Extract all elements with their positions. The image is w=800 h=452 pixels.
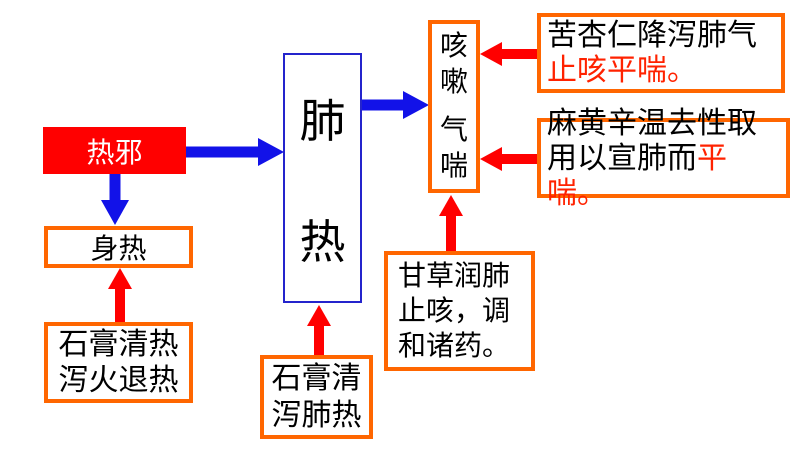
node-gypsum-clear-heat-line2: 泻火退热 [58, 363, 179, 397]
node-licorice-line3: 和诸药。 [398, 330, 511, 362]
node-lung-heat-char1: 肺 [299, 95, 346, 147]
node-licorice-line1: 甘草润肺 [398, 260, 511, 292]
node-gypsum-clear-lung-line1: 石膏清 [271, 362, 362, 395]
arrow-heat-evil-to-body-heat [101, 174, 129, 225]
node-lung-heat: 肺 热 [283, 53, 362, 303]
arrow-heat-evil-to-lung-heat [186, 138, 284, 166]
arrow-gypsum-clear-lung-to-lung-heat [307, 305, 331, 355]
arrow-gypsum-clear-heat-to-body-heat [108, 268, 132, 322]
node-apricot: 苦杏仁降泻肺气 止咳平喘。 [537, 13, 785, 93]
node-gypsum-clear-lung: 石膏清 泻肺热 [260, 355, 373, 439]
node-apricot-line2: 止咳平喘。 [547, 54, 697, 87]
node-ephedra-line2-red: 平喘。 [547, 141, 727, 210]
arrow-licorice-to-cough-asthma [439, 195, 463, 251]
arrow-ephedra-to-cough-asthma [480, 147, 537, 171]
node-licorice: 甘草润肺 止咳，调 和诸药。 [384, 251, 535, 371]
arrow-apricot-to-cough-asthma [480, 42, 537, 66]
node-heat-evil-label: 热邪 [86, 137, 143, 169]
node-heat-evil: 热邪 [43, 127, 186, 174]
node-apricot-line1: 苦杏仁降泻肺气 [547, 19, 757, 52]
node-ephedra-line2-black: 用以宣肺而 [547, 141, 697, 175]
node-cough-asthma-char4: 喘 [439, 150, 468, 182]
node-ephedra: 麻黄辛温去性取 用以宣肺而平喘。 [537, 107, 790, 210]
node-cough-asthma-char1: 咳 [439, 30, 468, 62]
arrow-lung-heat-to-cough-asthma [362, 91, 429, 119]
node-body-heat: 身热 [44, 226, 193, 268]
node-body-heat-label: 身热 [90, 234, 147, 265]
node-cough-asthma-char3: 气 [439, 114, 468, 146]
node-ephedra-line2: 用以宣肺而平喘。 [547, 141, 780, 211]
node-licorice-line2: 止咳，调 [398, 295, 511, 327]
node-lung-heat-char2: 热 [299, 216, 346, 268]
node-gypsum-clear-heat-line1: 石膏清热 [58, 327, 179, 361]
node-gypsum-clear-lung-line2: 泻肺热 [271, 399, 362, 432]
node-ephedra-line1: 麻黄辛温去性取 [547, 106, 757, 140]
node-cough-asthma: 咳 嗽 气 喘 [428, 20, 480, 193]
node-cough-asthma-char2: 嗽 [439, 66, 468, 98]
node-gypsum-clear-heat: 石膏清热 泻火退热 [44, 322, 193, 403]
